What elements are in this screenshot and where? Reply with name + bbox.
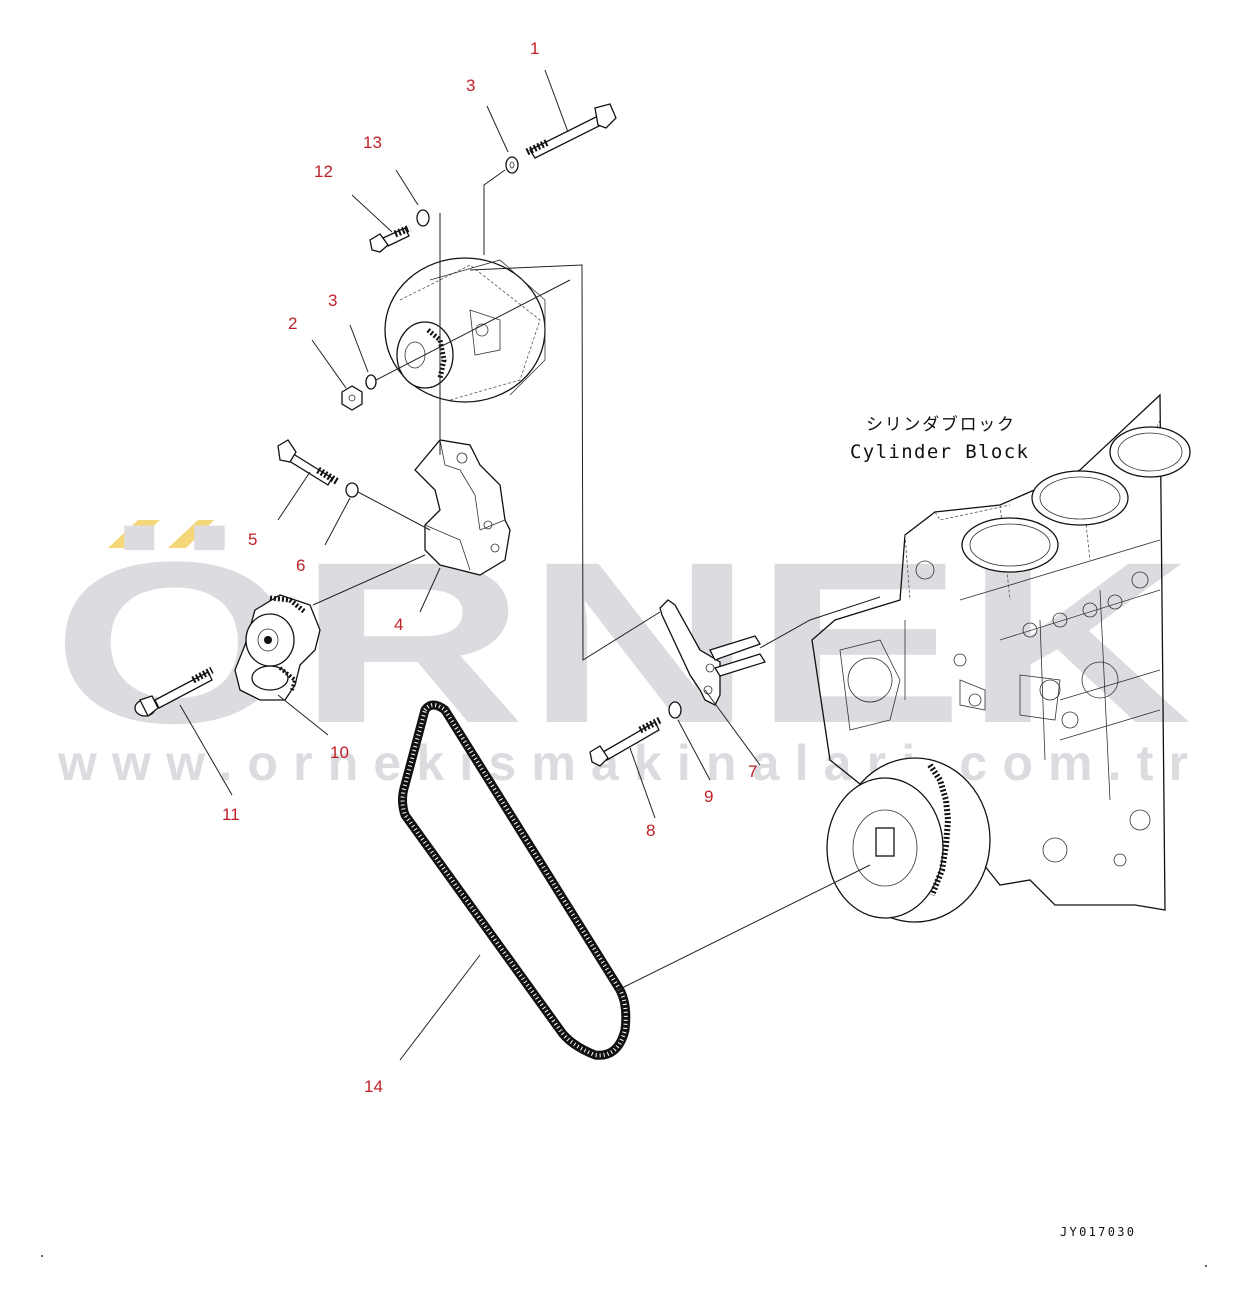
bolt-8 [589, 716, 662, 767]
part-number-7: 7 [748, 762, 757, 781]
part-number-9: 9 [704, 787, 713, 806]
crankshaft-pulley [826, 757, 991, 923]
bolt-12 [369, 224, 412, 253]
washer-6 [345, 482, 359, 498]
mounting-plate [659, 599, 766, 706]
part-number-10: 10 [330, 743, 349, 762]
corner-mark-right [1205, 1265, 1207, 1267]
part-number-11: 11 [222, 805, 240, 824]
cylinder-block [811, 393, 1191, 911]
alternator-bracket [414, 439, 511, 576]
part-number-2: 2 [288, 314, 297, 333]
assembly-lines [312, 169, 881, 991]
drawing-code: JY017030 [1060, 1225, 1134, 1239]
cylinder-block-label-jp: シリンダブロック [866, 414, 1014, 435]
cylinder-block-label-en: Cylinder Block [850, 441, 1029, 463]
part-number-6: 6 [296, 556, 305, 575]
cylinder-block-label: シリンダブロック Cylinder Block [850, 414, 1029, 463]
nut-2 [341, 385, 363, 411]
part-number-4: 4 [394, 615, 403, 634]
bolt-5 [277, 439, 340, 486]
part-number-14: 14 [364, 1077, 383, 1096]
alternator [384, 257, 546, 403]
part-number-3-top: 3 [466, 76, 475, 95]
washer-13 [416, 209, 430, 227]
washer-3-top [505, 156, 519, 174]
part-number-13: 13 [363, 133, 382, 152]
bolt-1 [525, 103, 617, 159]
part-number-12: 12 [314, 162, 333, 181]
watermark-umlaut-right [168, 520, 214, 548]
callout-leaders [179, 69, 761, 1061]
corner-mark-left [41, 1255, 43, 1257]
part-number-8: 8 [646, 821, 655, 840]
part-number-1: 1 [530, 39, 539, 58]
part-number-5: 5 [248, 530, 257, 549]
washer-9 [668, 701, 682, 719]
part-number-labels: 1 3 13 12 3 2 5 6 4 10 11 8 9 7 14 [222, 39, 757, 1096]
belt-tensioner [234, 594, 321, 701]
washer-3-mid [365, 374, 377, 390]
part-number-3-mid: 3 [328, 291, 337, 310]
v-ribbed-belt [398, 700, 631, 1060]
watermark-umlaut-left [108, 520, 160, 548]
bolt-11 [134, 666, 214, 718]
